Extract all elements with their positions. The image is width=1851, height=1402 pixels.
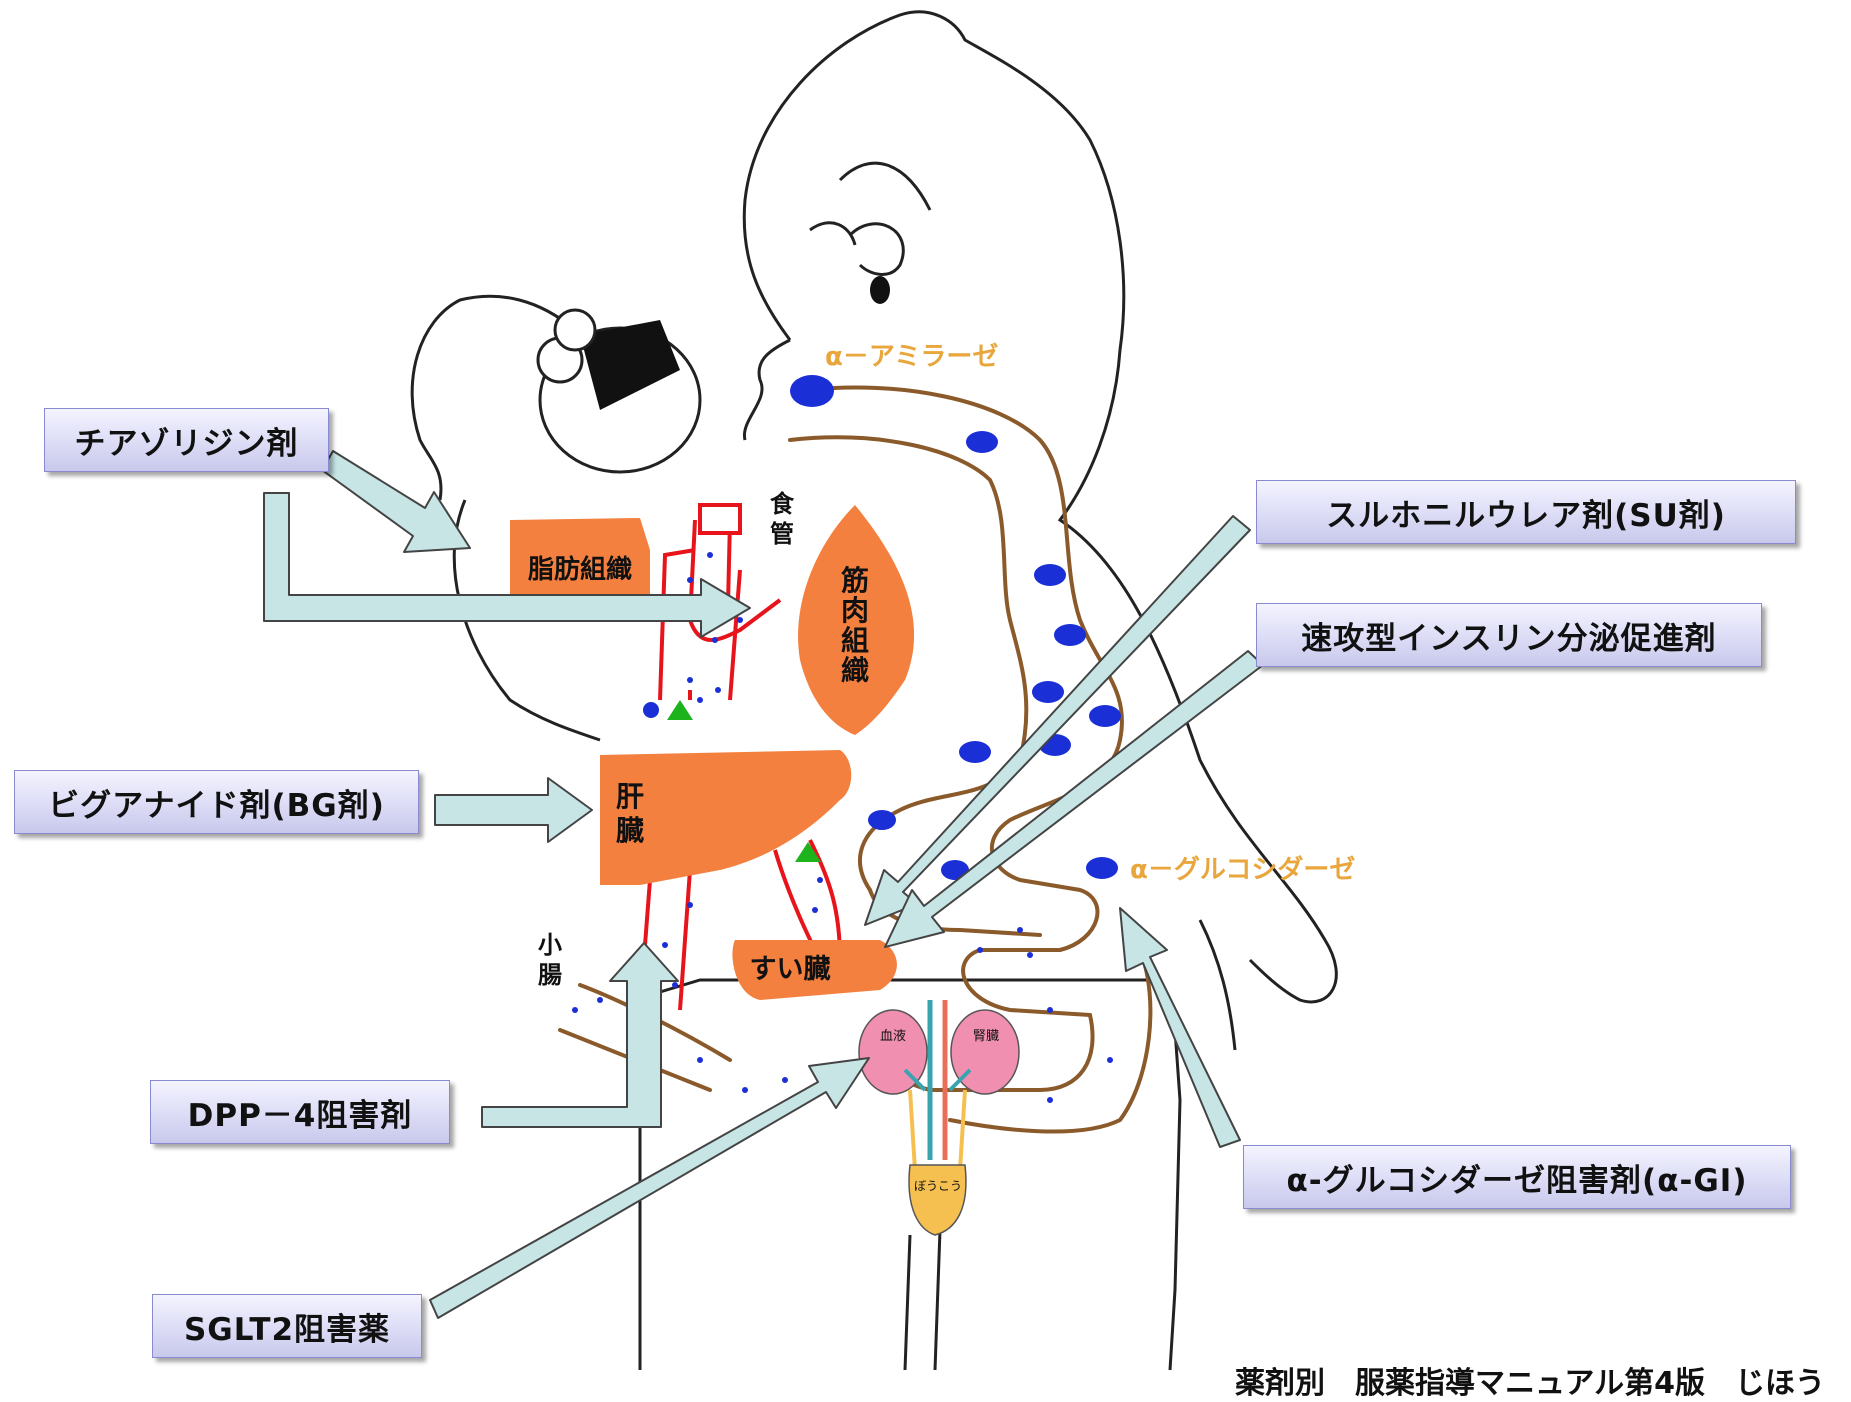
bg-arrow [435, 778, 592, 842]
liver: 肝 臓 [600, 750, 851, 885]
urinary-system: 血液 腎臓 ぼうこう [859, 1000, 1019, 1235]
blood-label: 血液 [880, 1029, 906, 1044]
su-label: スルホニルウレア剤(SU剤) [1256, 480, 1796, 544]
rice-ball [538, 310, 700, 472]
bg-label: ビグアナイド剤(BG剤) [14, 770, 419, 834]
tzd-label: チアゾリジン剤 [44, 408, 329, 472]
muscle-label-char-4: 織 [841, 654, 869, 687]
liver-label-char-2: 臓 [616, 814, 644, 847]
source-footer: 薬剤別 服薬指導マニュアル第4版 じほう [1235, 1358, 1825, 1402]
agi-label: α-グルコシダーゼ阻害剤(α-GI) [1243, 1145, 1791, 1209]
arrows [264, 451, 1263, 1318]
amylase-label: α－アミラーゼ [825, 342, 998, 372]
muscle-label-char-1: 筋 [841, 564, 869, 597]
pancreas: すい臓 [732, 940, 896, 1000]
pancreas-label: すい臓 [750, 954, 831, 985]
glucosidase-label: α－グルコシダーゼ [1130, 854, 1355, 885]
esophagus-label-char-1: 食 [770, 490, 795, 518]
liver-label-char-1: 肝 [616, 780, 644, 813]
sglt2-label: SGLT2阻害薬 [152, 1294, 422, 1358]
muscle-tissue: 筋 肉 組 織 [798, 505, 914, 735]
muscle-label-char-2: 肉 [841, 594, 869, 627]
fat-tissue-label: 脂肪組織 [528, 554, 632, 585]
kidney-label: 腎臓 [973, 1029, 999, 1044]
glinide-label: 速攻型インスリン分泌促進剤 [1256, 603, 1762, 667]
tzd-muscle-arrow [264, 493, 750, 637]
dpp4-label: DPP－4阻害剤 [150, 1080, 450, 1144]
dpp4-arrow [482, 943, 678, 1127]
small-intestine-label-char-1: 小 [538, 931, 562, 959]
tzd-fat-arrow [322, 451, 470, 552]
small-intestine-label-char-2: 腸 [538, 961, 562, 989]
esophagus-label-char-2: 管 [770, 520, 794, 548]
muscle-label-char-3: 組 [841, 624, 869, 657]
eye [870, 276, 890, 304]
bladder-label: ぼうこう [914, 1179, 962, 1193]
